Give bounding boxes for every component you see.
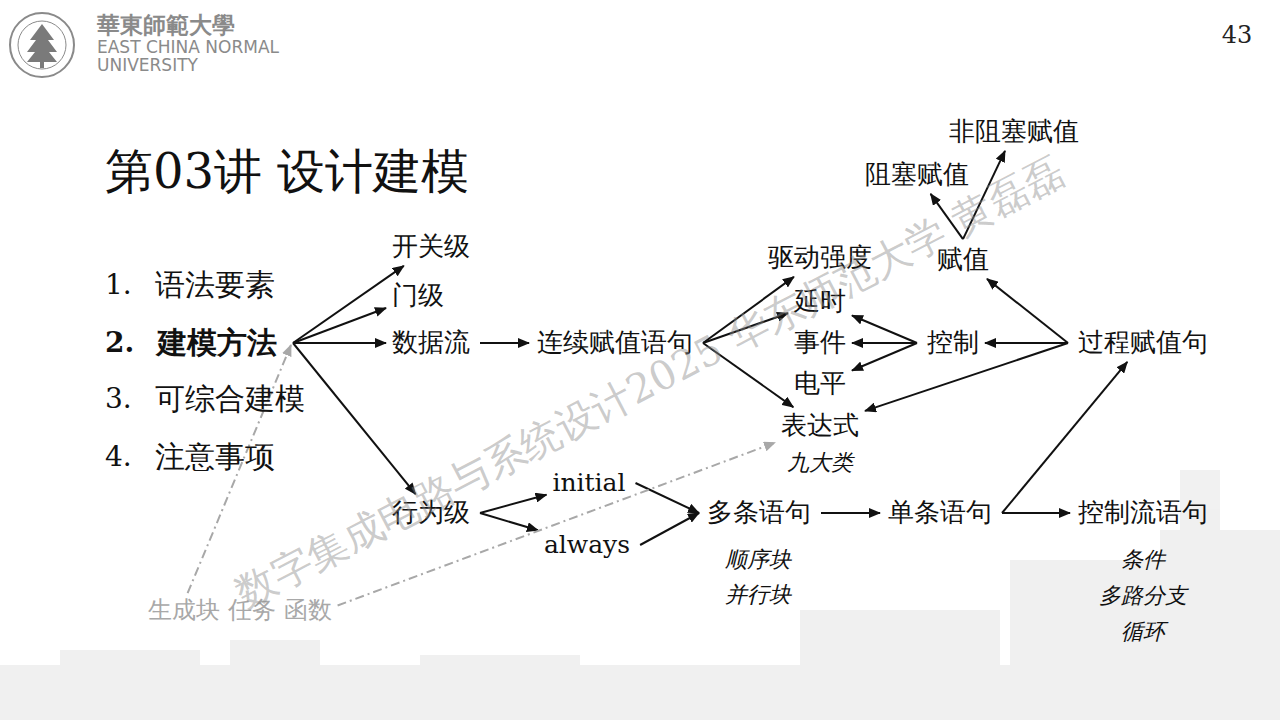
- arrow-connector: [480, 513, 538, 530]
- list-number: 3.: [105, 383, 132, 415]
- construct-label: 生成块 任务 函数: [146, 597, 333, 625]
- concept-node: 驱动强度: [766, 243, 874, 273]
- university-logo: [10, 13, 74, 77]
- building: [60, 650, 200, 720]
- concept-node: 表达式: [779, 411, 861, 441]
- node-text: 驱动强度: [768, 242, 872, 272]
- concept-node: 延时: [792, 287, 848, 317]
- page-number: 43: [1222, 22, 1253, 50]
- concept-node: 过程赋值句: [1076, 328, 1210, 358]
- arrow-connector: [703, 343, 793, 407]
- list-number: 4.: [105, 441, 132, 473]
- arrow-connector: [821, 512, 880, 514]
- arrow-connector: [985, 342, 1068, 344]
- arrow-connector: [703, 277, 794, 343]
- arrow-connector: [293, 266, 404, 343]
- university-name: 華東師範大學: [97, 12, 235, 38]
- arrow-connector: [703, 313, 788, 343]
- node-text: 生成块 任务 函数: [148, 596, 331, 624]
- concept-node: 非阻塞赋值: [947, 117, 1081, 147]
- arrow-connector: [852, 316, 917, 344]
- concept-node: 数据流: [390, 328, 472, 358]
- annotation: 顺序块: [725, 547, 791, 572]
- node-text: always: [544, 530, 630, 559]
- node-text: 单条语句: [888, 497, 992, 527]
- logo-trunk: [40, 62, 44, 68]
- concept-node: 建模方法: [155, 326, 279, 361]
- arrow-connector: [480, 495, 547, 513]
- node-text: 延时: [794, 286, 846, 316]
- annotation: 多路分支: [1099, 583, 1187, 608]
- logo-ring: [10, 13, 74, 77]
- logo-ring: [18, 21, 66, 69]
- logo-tree: [27, 24, 57, 62]
- concept-node: 控制: [925, 328, 981, 358]
- node-text: 门级: [392, 280, 444, 310]
- arrow-connector: [293, 342, 386, 344]
- annotation: 并行块: [725, 582, 791, 607]
- list-item: 语法要素: [155, 268, 275, 303]
- concept-node: 行为级: [390, 498, 472, 528]
- arrow-connector: [480, 342, 529, 344]
- arrow-connector: [852, 342, 917, 344]
- node-text: 建模方法: [157, 325, 277, 360]
- university-name-en: EAST CHINA NORMAL: [97, 38, 279, 58]
- arrow-connector: [987, 279, 1068, 343]
- node-text: 行为级: [392, 497, 470, 527]
- node-text: 控制: [927, 327, 979, 357]
- arrow-connector: [636, 483, 700, 513]
- annotation: 循环: [1121, 619, 1165, 644]
- node-text: 连续赋值语句: [537, 327, 693, 357]
- concept-node: 阻塞赋值: [863, 160, 971, 190]
- annotation: 九大类: [787, 450, 853, 475]
- watermark: 数字集成电路与系统设计2025 华东师范大学 黄磊磊: [228, 148, 1072, 617]
- node-text: 赋值: [937, 244, 989, 274]
- concept-node: 事件: [792, 328, 848, 358]
- annotation: 条件: [1121, 547, 1165, 572]
- concept-node: initial: [550, 469, 627, 498]
- concept-node: 电平: [792, 369, 848, 399]
- arrow-connector: [931, 194, 963, 239]
- node-text: 表达式: [781, 410, 859, 440]
- concept-node: 连续赋值语句: [535, 328, 695, 358]
- arrow-connector: [293, 343, 416, 494]
- arrow-connector: [640, 513, 699, 545]
- arrow-connector: [1002, 362, 1127, 513]
- arrow-connector: [293, 308, 386, 343]
- concept-node: always: [542, 531, 632, 560]
- node-text: 数据流: [392, 327, 470, 357]
- node-text: 非阻塞赋值: [949, 116, 1079, 146]
- node-text: 阻塞赋值: [865, 159, 969, 189]
- university-name-en: UNIVERSITY: [97, 56, 198, 76]
- list-item: 可综合建模: [155, 382, 305, 417]
- concept-node: 赋值: [935, 245, 991, 275]
- building: [1160, 530, 1280, 720]
- list-number: 1.: [105, 269, 132, 301]
- arrow-connector: [852, 343, 917, 371]
- list-item: 注意事项: [155, 440, 275, 475]
- arrow-connector: [1002, 512, 1070, 514]
- node-text: 开关级: [392, 231, 470, 261]
- node-text: 事件: [794, 327, 846, 357]
- node-text: 电平: [794, 368, 846, 398]
- concept-node: 控制流语句: [1076, 498, 1210, 528]
- list-number: 2.: [105, 327, 134, 359]
- campus-buildings: [0, 470, 1280, 720]
- arrow-connector: [963, 151, 1005, 239]
- node-text: 多条语句: [707, 497, 811, 527]
- concept-node: 开关级: [390, 232, 472, 262]
- concept-node: 单条语句: [886, 498, 994, 528]
- building: [230, 640, 320, 720]
- node-text: 控制流语句: [1078, 497, 1208, 527]
- concept-node: 门级: [390, 281, 446, 311]
- node-text: initial: [552, 468, 625, 497]
- slide-title: 第03讲 设计建模: [105, 144, 469, 199]
- building: [420, 655, 580, 720]
- node-text: 过程赋值句: [1078, 327, 1208, 357]
- concept-node: 多条语句: [705, 498, 813, 528]
- building: [800, 610, 1000, 720]
